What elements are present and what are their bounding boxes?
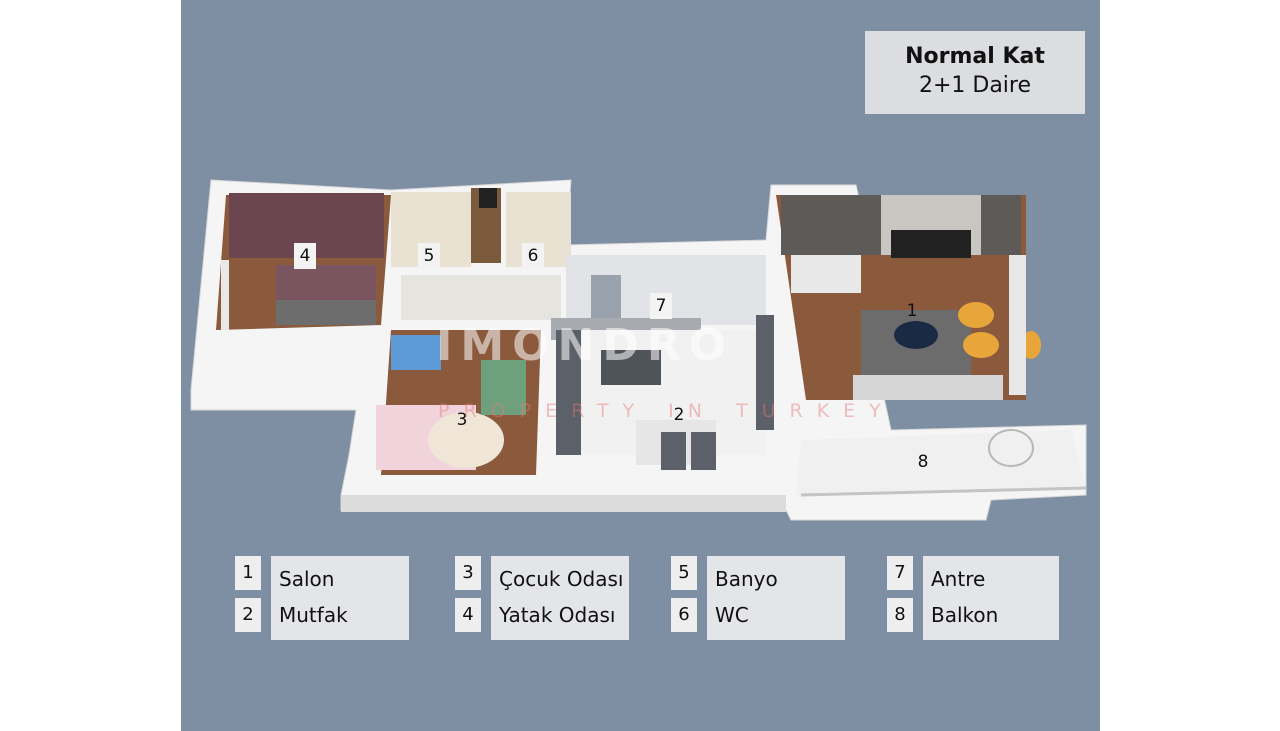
plan-label-8: 8 xyxy=(917,452,929,472)
plan-label-5: 5 xyxy=(418,243,440,269)
room-living xyxy=(776,195,1041,400)
legend-num: 5 xyxy=(671,556,697,590)
legend-label-cocuk-odasi: Çocuk Odası xyxy=(499,567,624,591)
legend-label-yatak-odasi: Yatak Odası xyxy=(499,603,616,627)
plan-label-1: 1 xyxy=(906,301,918,321)
plan-label-7: 7 xyxy=(650,293,672,319)
legend-num: 6 xyxy=(671,598,697,632)
legend-label-balkon: Balkon xyxy=(931,603,999,627)
watermark-brand: IMONDRO xyxy=(436,320,735,371)
legend-box: Banyo WC xyxy=(707,556,845,640)
floorplan-image xyxy=(190,179,1087,521)
legend-num: 3 xyxy=(455,556,481,590)
legend-num: 8 xyxy=(887,598,913,632)
watermark-tagline: PROPERTY IN TURKEY xyxy=(438,400,895,422)
legend-box: Antre Balkon xyxy=(923,556,1059,640)
plan-subtitle: 2+1 Daire xyxy=(918,73,1032,98)
legend-num: 7 xyxy=(887,556,913,590)
plan-label-2: 2 xyxy=(673,405,685,425)
plan-label-6: 6 xyxy=(522,243,544,269)
plan-label-4: 4 xyxy=(294,243,316,269)
legend-box: Salon Mutfak xyxy=(271,556,409,640)
legend-label-banyo: Banyo xyxy=(715,567,778,591)
room-balcony xyxy=(796,429,1087,497)
legend-label-mutfak: Mutfak xyxy=(279,603,348,627)
legend-num: 1 xyxy=(235,556,261,590)
legend-label-wc: WC xyxy=(715,603,749,627)
legend-num: 2 xyxy=(235,598,261,632)
legend-label-salon: Salon xyxy=(279,567,335,591)
title-box: Normal Kat 2+1 Daire xyxy=(865,31,1085,114)
plan-title: Normal Kat xyxy=(905,44,1045,69)
legend-num: 4 xyxy=(455,598,481,632)
legend-box: Çocuk Odası Yatak Odası xyxy=(491,556,629,640)
plan-label-3: 3 xyxy=(456,410,468,430)
floorplan-canvas: Normal Kat 2+1 Daire xyxy=(181,0,1100,731)
room-child xyxy=(376,330,541,475)
room-kitchen xyxy=(556,315,774,470)
legend-label-antre: Antre xyxy=(931,567,986,591)
